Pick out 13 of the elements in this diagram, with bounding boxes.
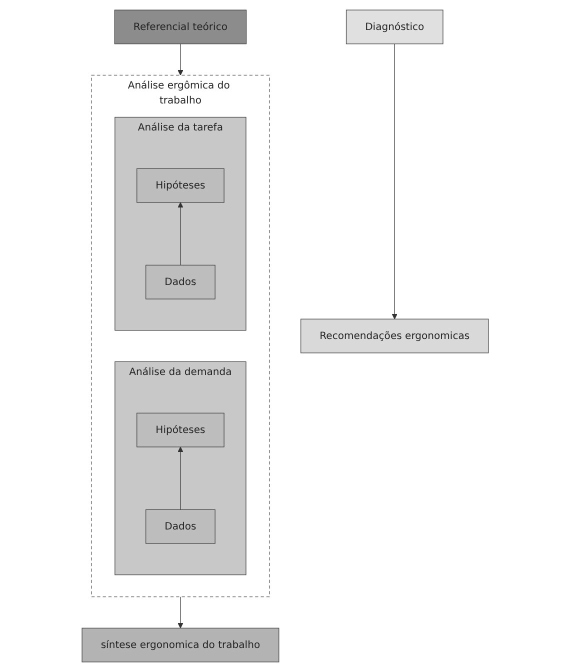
arrow xyxy=(178,446,184,510)
node-box: Recomendações ergonomicas xyxy=(300,318,489,354)
arrow xyxy=(178,44,184,76)
node-box: Hipóteses xyxy=(136,412,225,448)
arrow xyxy=(392,44,398,320)
arrow xyxy=(178,202,184,266)
node-box: Hipóteses xyxy=(136,168,225,203)
node-box: Referencial teórico xyxy=(114,10,247,44)
arrow xyxy=(178,596,184,628)
node-box: síntese ergonomica do trabalho xyxy=(82,628,280,662)
node-box: Diagnóstico xyxy=(346,10,444,44)
node-box: Dados xyxy=(146,264,216,300)
node-box: Dados xyxy=(146,509,216,544)
